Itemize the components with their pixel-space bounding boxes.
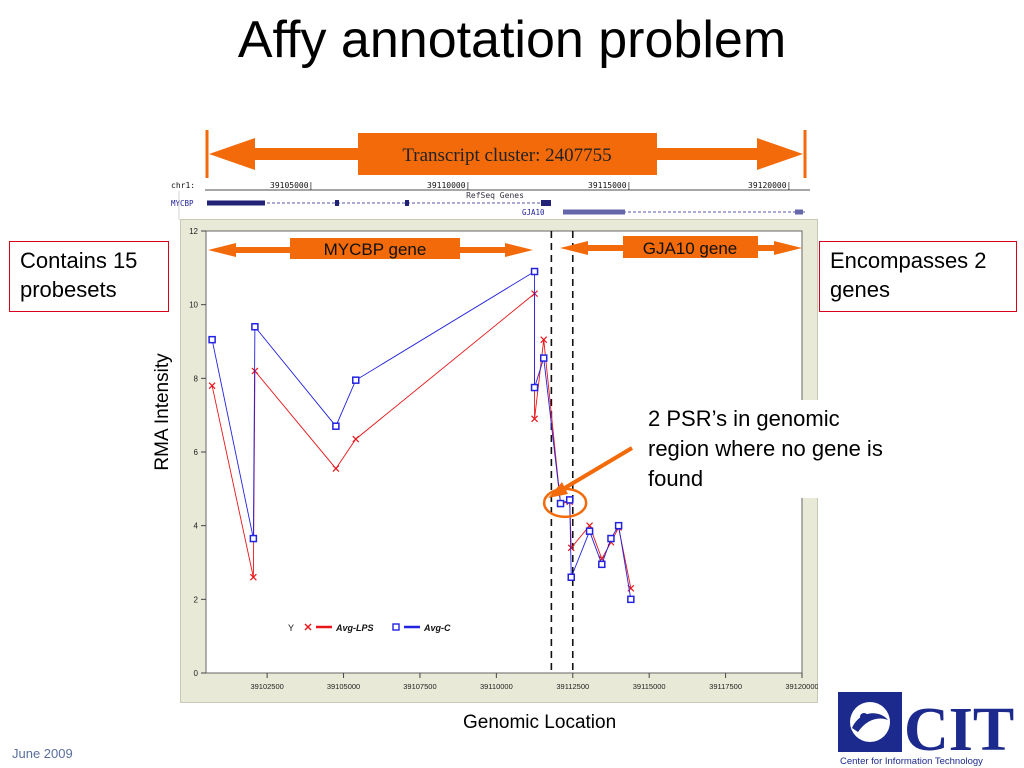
legend-label: Avg-LPS: [335, 623, 374, 633]
mycbp-gene-label: MYCBP gene: [324, 240, 427, 259]
mycbp-label-box: [290, 238, 460, 259]
data-point-avg-lps: [531, 415, 538, 423]
cluster-label: Transcript cluster: 2407755: [402, 145, 611, 166]
data-point-avg-lps: [332, 465, 340, 472]
data-point-avg-lps: [567, 544, 575, 552]
x-tick-label: 39112500: [556, 682, 589, 691]
data-point-avg-c: [539, 354, 548, 362]
data-point-avg-c: [530, 267, 539, 276]
browser-track-name: RefSeq Genes: [466, 191, 524, 200]
x-tick-label: 39110000: [480, 682, 513, 691]
data-point-avg-c: [614, 521, 623, 530]
cit-logo: CIT Center for Information Technology: [838, 692, 1014, 767]
browser-chrom-label: chr1:: [171, 181, 195, 190]
data-point-avg-c: [627, 595, 635, 604]
browser-position-2: 39110000|: [427, 181, 470, 190]
data-point-avg-c: [208, 335, 216, 344]
data-point-avg-c: [556, 499, 565, 508]
data-point-avg-c: [530, 383, 539, 392]
genome-browser-track: chr1: 39105000| 39110000| 39115000| 3912…: [165, 178, 820, 220]
data-point-avg-lps: [249, 573, 257, 581]
data-point-avg-lps: [208, 382, 216, 390]
data-point-avg-c: [352, 376, 360, 384]
callout-genes: Encompasses 2 genes: [819, 241, 1017, 312]
x-tick-label: 39105000: [327, 682, 360, 691]
legend-label: Avg-C: [423, 623, 451, 633]
y-tick-label: 4: [194, 522, 199, 531]
chart-legend: Y Avg-LPS Avg-C: [288, 623, 451, 633]
data-point-avg-lps: [540, 336, 548, 344]
x-tick-label: 39120000: [785, 682, 818, 691]
browser-position-1: 39105000|: [270, 181, 313, 190]
x-tick-label: 39115000: [633, 682, 666, 691]
series-line-avg-c: [211, 270, 632, 600]
data-point-avg-c: [332, 422, 340, 430]
y-tick-label: 10: [189, 301, 198, 310]
y-tick-label: 8: [194, 374, 199, 383]
x-tick-label: 39102500: [250, 682, 283, 691]
logo-caption: Center for Information Technology: [840, 756, 983, 767]
browser-gene-gja10: GJA10: [522, 208, 545, 217]
data-point-avg-c: [565, 496, 574, 504]
logo-abbrev: CIT: [904, 696, 1014, 764]
x-tick-label: 39107500: [403, 682, 436, 691]
data-point-avg-c: [598, 560, 606, 569]
legend-marker: [304, 623, 312, 631]
browser-gene-mycbp: MYCBP: [171, 199, 194, 208]
legend-prefix: Y: [288, 623, 294, 633]
y-tick-label: 6: [194, 448, 199, 457]
callout-probesets: Contains 15 probesets: [9, 241, 169, 312]
data-point-avg-lps: [352, 435, 360, 443]
cluster-arrow-left-head: [209, 138, 360, 170]
y-tick-label: 2: [194, 595, 199, 604]
y-axis-title: RMA Intensity: [152, 353, 173, 471]
psr-pointer-arrow: [548, 446, 634, 498]
x-tick-label: 39117500: [709, 682, 742, 691]
mycbp-range-arrow-right: [505, 243, 533, 257]
y-tick-label: 12: [189, 227, 198, 236]
browser-position-3: 39115000|: [588, 181, 631, 190]
data-point-avg-c: [607, 534, 615, 543]
transcript-cluster-arrow: Transcript cluster: 2407755: [205, 130, 807, 178]
cluster-label-box: [358, 133, 657, 175]
x-axis-title: Genomic Location: [463, 712, 617, 733]
data-point-avg-c: [585, 527, 594, 535]
gja10-gene-label: GJA10 gene: [643, 239, 738, 258]
footer-date: June 2009: [12, 746, 73, 761]
gja10-label-box: [623, 236, 758, 258]
cluster-arrow-right-head: [655, 138, 803, 170]
data-point-avg-c: [249, 534, 258, 543]
psr-note: 2 PSR’s in genomic region where no gene …: [640, 400, 902, 498]
gja10-range-arrow-right: [774, 241, 802, 255]
y-tick-label: 0: [194, 669, 199, 678]
browser-position-4: 39120000|: [748, 181, 791, 190]
data-point-avg-c: [567, 573, 575, 581]
legend-marker: [392, 623, 400, 631]
data-point-avg-c: [251, 323, 259, 331]
slide-title: Affy annotation problem: [237, 11, 787, 69]
